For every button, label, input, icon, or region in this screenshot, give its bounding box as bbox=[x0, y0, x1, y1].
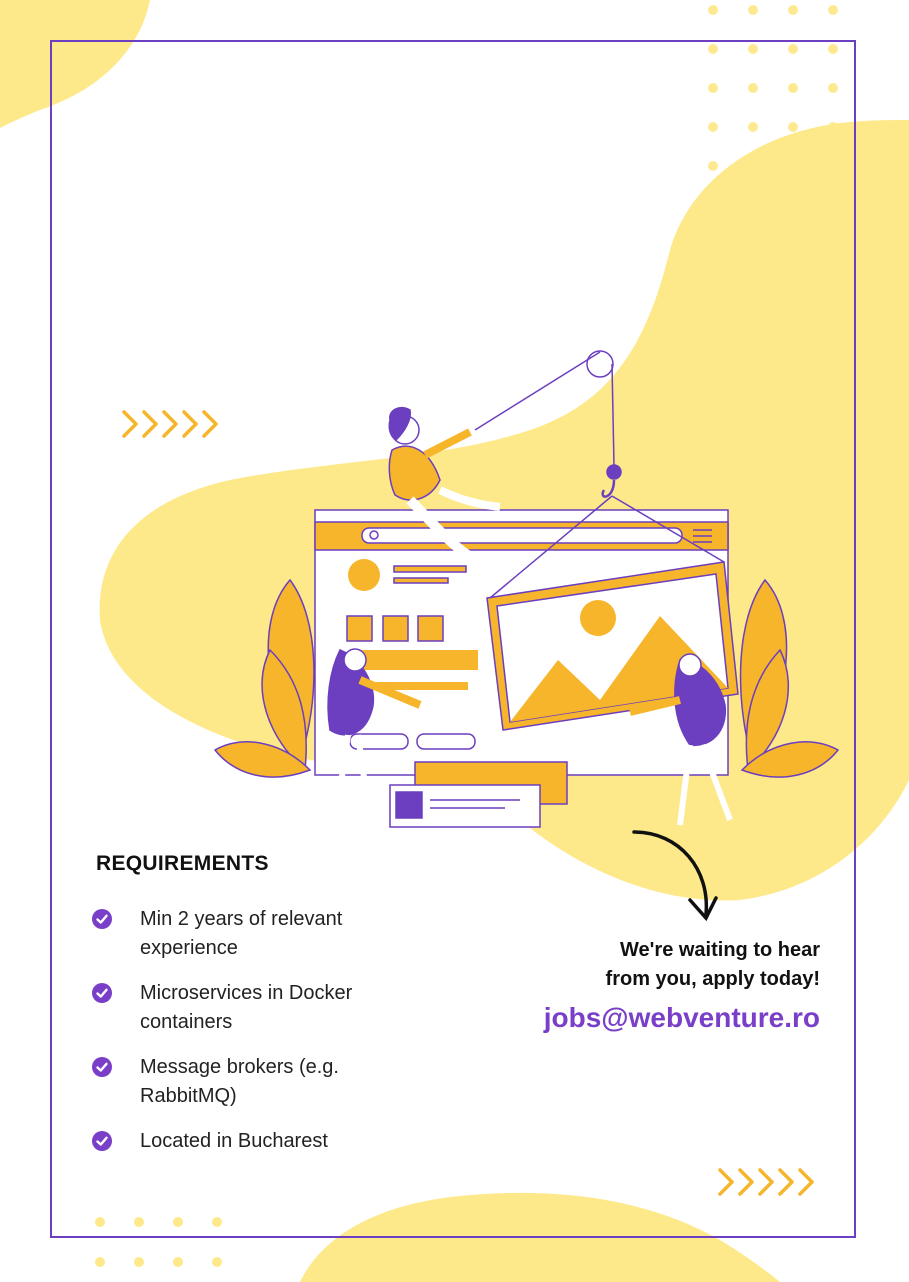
decor-dot bbox=[788, 122, 798, 132]
decor-dot bbox=[788, 161, 798, 171]
decor-dot bbox=[828, 83, 838, 93]
top-left-blob bbox=[0, 0, 150, 128]
decor-dot bbox=[748, 161, 758, 171]
decor-dot bbox=[828, 5, 838, 15]
decor-dot bbox=[748, 122, 758, 132]
decor-dot bbox=[788, 5, 798, 15]
decor-dot bbox=[173, 1217, 183, 1227]
contact-email-link[interactable]: jobs@webventure.ro bbox=[543, 1002, 820, 1033]
requirement-text: Located in Bucharest bbox=[140, 1130, 328, 1152]
list-item: Min 2 years of relevant experience bbox=[92, 905, 422, 963]
list-item: Located in Bucharest bbox=[92, 1127, 422, 1156]
decor-dot bbox=[828, 200, 838, 210]
call-to-action: We're waiting to hear from you, apply to… bbox=[540, 936, 820, 994]
cta-line-2: from you, apply today! bbox=[605, 968, 820, 990]
decor-dot bbox=[788, 44, 798, 54]
decor-dot bbox=[748, 5, 758, 15]
check-circle-icon bbox=[92, 1131, 112, 1151]
decor-dot bbox=[748, 44, 758, 54]
decor-dot bbox=[708, 200, 718, 210]
decor-dot bbox=[134, 1217, 144, 1227]
decor-dot bbox=[708, 5, 718, 15]
decor-dot bbox=[708, 122, 718, 132]
curved-arrow-icon bbox=[632, 830, 718, 922]
decor-dot bbox=[828, 161, 838, 171]
requirement-text: Message brokers (e.g. RabbitMQ) bbox=[140, 1056, 339, 1107]
requirements-list: Min 2 years of relevant experience Micro… bbox=[92, 905, 422, 1172]
dot-grid-bottom-left bbox=[95, 1217, 222, 1267]
check-circle-icon bbox=[92, 983, 112, 1003]
requirement-text: Microservices in Docker containers bbox=[140, 982, 353, 1033]
decor-dot bbox=[212, 1257, 222, 1267]
decor-dot bbox=[708, 161, 718, 171]
check-circle-icon bbox=[92, 909, 112, 929]
decor-dot bbox=[788, 200, 798, 210]
chevrons-bottom-right-icon bbox=[718, 1168, 814, 1196]
decor-dot bbox=[748, 83, 758, 93]
decor-dot bbox=[95, 1257, 105, 1267]
list-item: Microservices in Docker containers bbox=[92, 979, 422, 1037]
decor-dot bbox=[212, 1217, 222, 1227]
requirement-text: Min 2 years of relevant experience bbox=[140, 908, 343, 959]
decor-dot bbox=[708, 44, 718, 54]
decor-dot bbox=[748, 200, 758, 210]
decor-dot bbox=[95, 1217, 105, 1227]
hiring-illustration bbox=[213, 350, 840, 828]
requirements-heading: REQUIREMENTS bbox=[96, 852, 269, 875]
chevrons-top-left-icon bbox=[122, 410, 218, 438]
decor-dot bbox=[828, 44, 838, 54]
decor-dot bbox=[134, 1257, 144, 1267]
decor-dot bbox=[708, 83, 718, 93]
decor-dot bbox=[173, 1257, 183, 1267]
dot-grid-top-right bbox=[708, 5, 838, 210]
decor-dot bbox=[788, 83, 798, 93]
page-frame bbox=[50, 40, 856, 1238]
decor-dot bbox=[828, 122, 838, 132]
list-item: Message brokers (e.g. RabbitMQ) bbox=[92, 1053, 422, 1111]
cta-line-1: We're waiting to hear bbox=[620, 939, 820, 961]
check-circle-icon bbox=[92, 1057, 112, 1077]
